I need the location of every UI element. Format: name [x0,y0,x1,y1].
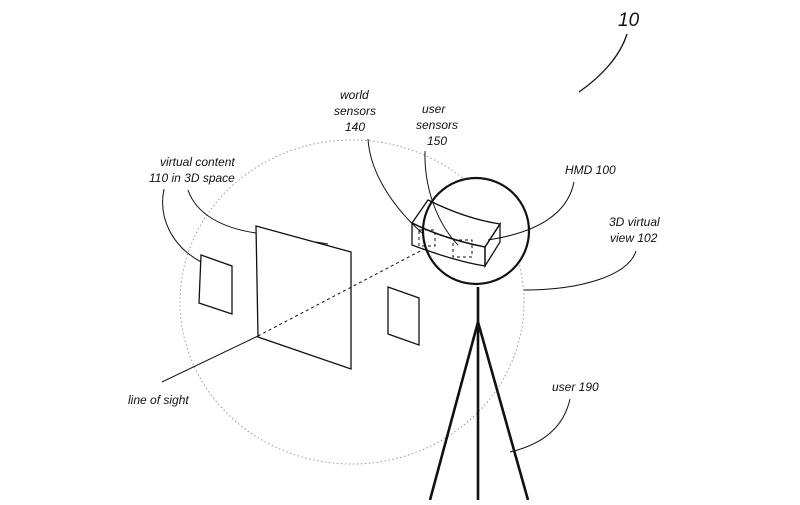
hmd-label: HMD 100 [565,163,616,177]
virtual-content-leader-center [187,189,257,234]
user-label: user 190 [552,380,599,394]
user-head [421,176,531,286]
virtual-content-label-line2: 110 in 3D space [149,171,235,185]
user-sensors-label-line1: user [422,102,446,116]
user-leg-left [428,321,480,501]
world-sensors-label-line3: 140 [345,120,365,134]
world-sensor-box [418,229,436,247]
view-label-line2: view 102 [610,231,658,245]
virtual-view-sphere [179,139,525,465]
world-sensors-leader [367,138,423,234]
world-sensors-label-line1: world [340,88,369,102]
hmd-side-face [484,221,501,269]
view-leader [523,250,637,291]
line-of-sight-label: line of sight [128,393,189,407]
user-leader [509,398,571,453]
hmd-leader [487,181,575,241]
virtual-content-panel-center [255,225,352,370]
figure-number: 10 [618,10,640,31]
virtual-content-panel-right [387,286,420,346]
virtual-content-panel-left [198,254,233,315]
virtual-content-leader-left [162,188,202,263]
user-sensors-leader [424,150,459,246]
user-leg-right [476,321,530,501]
line-of-sight-solid [161,335,259,383]
figure-number-leader [578,33,628,93]
line-of-sight-dashed [257,248,425,337]
user-sensors-label-line2: sensors [416,118,458,132]
user-sensors-label-line3: 150 [427,134,447,148]
view-label-line1: 3D virtual [609,215,660,229]
virtual-content-label-line1: virtual content [160,155,235,169]
world-sensors-label-line2: sensors [334,104,376,118]
virtual-content-leader-tick [315,241,329,245]
